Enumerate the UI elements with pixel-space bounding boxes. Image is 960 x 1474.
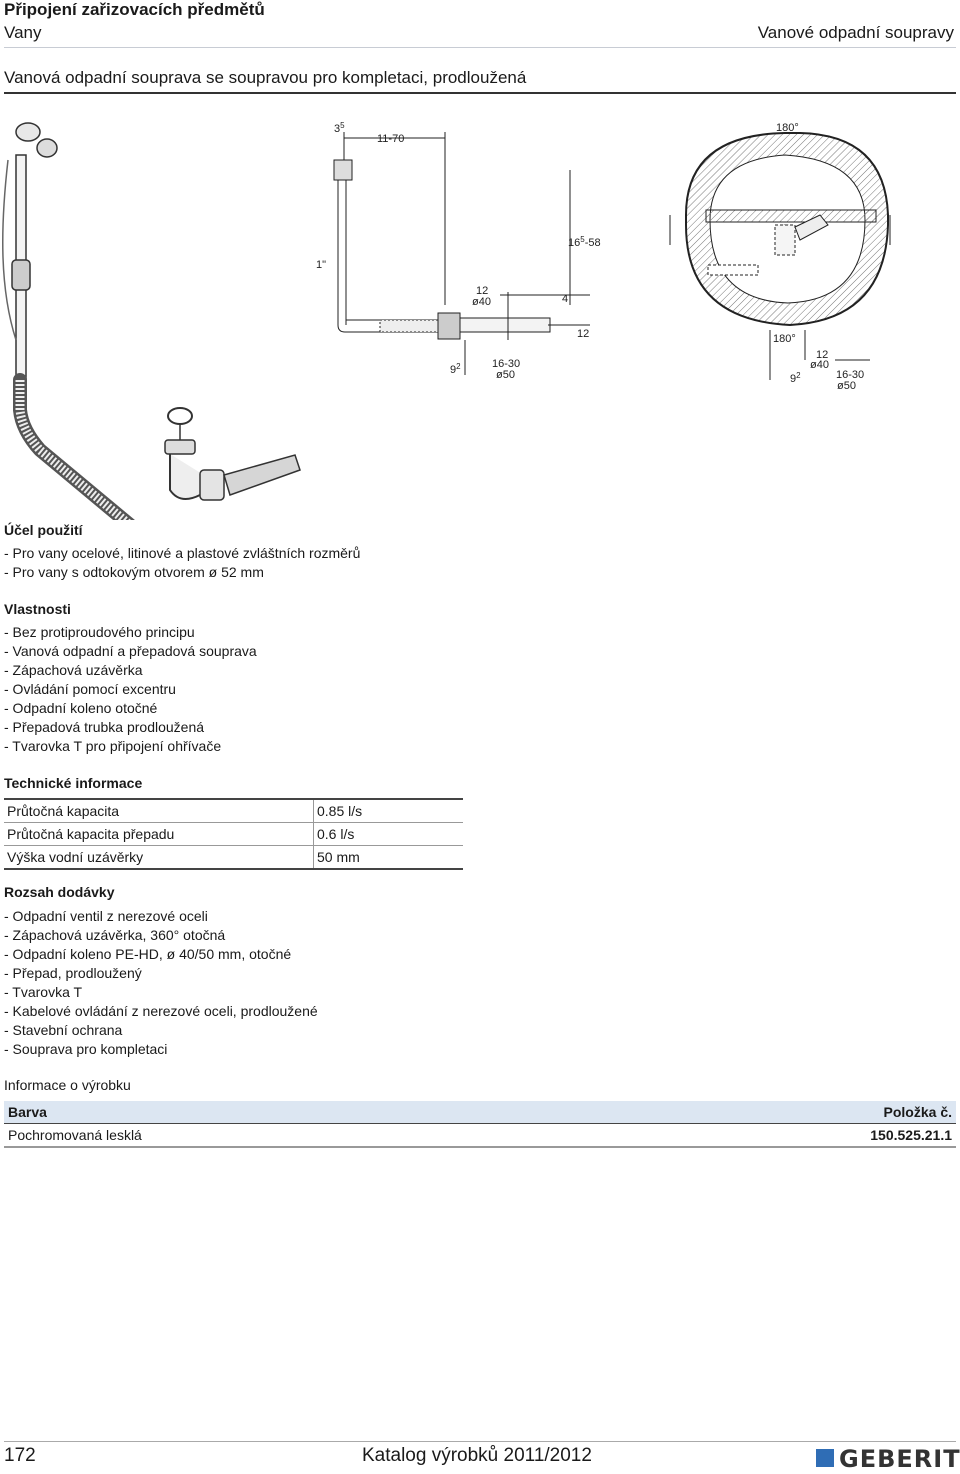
dim-16-58: 165-58: [568, 235, 601, 249]
tech-value: 50 mm: [313, 845, 463, 870]
tech-value: 0.6 l/s: [313, 822, 463, 846]
dim-o40: ø40: [472, 296, 491, 308]
product-illustration: [2, 122, 301, 520]
page-number: 172: [4, 1445, 36, 1466]
product-title: Vanová odpadní souprava se soupravou pro…: [4, 68, 527, 87]
header-divider: [4, 47, 956, 48]
dim-3-5: 35: [334, 121, 345, 135]
technical-heading: Technické informace: [4, 775, 143, 791]
list-item: - Vanová odpadní a přepadová souprava: [4, 643, 257, 659]
usage-list: - Pro vany ocelové, litinové a plastové …: [4, 544, 360, 582]
list-item: - Pro vany s odtokovým otvorem ø 52 mm: [4, 564, 264, 580]
list-item: - Bez protiproudového principu: [4, 624, 195, 640]
logo-square-icon: [816, 1449, 834, 1467]
list-item: - Zápachová uzávěrka: [4, 662, 143, 678]
product-info-heading: Informace o výrobku: [4, 1077, 131, 1093]
item-number-value: 150.525.21.1: [587, 1123, 956, 1148]
list-item: - Pro vany ocelové, litinové a plastové …: [4, 545, 361, 561]
table-header-row: Barva Položka č.: [4, 1101, 956, 1124]
color-value: Pochromovaná lesklá: [4, 1123, 588, 1148]
properties-heading: Vlastnosti: [4, 601, 71, 617]
dimension-drawing: 35 11-70 1" 165-58 12 ø40 4 12 92 16-30 …: [316, 121, 601, 381]
delivery-heading: Rozsah dodávky: [4, 884, 115, 900]
list-item: - Stavební ochrana: [4, 1022, 123, 1038]
list-item: - Přepadová trubka prodloužená: [4, 719, 205, 735]
list-item: - Zápachová uzávěrka, 360° otočná: [4, 927, 226, 943]
plan-180-top: 180°: [776, 122, 799, 134]
table-row: Pochromovaná lesklá 150.525.21.1: [4, 1123, 956, 1148]
logo-text: GEBERIT: [839, 1445, 960, 1473]
category-title: Připojení zařizovacích předmětů: [4, 0, 265, 19]
dim-o50: ø50: [496, 369, 515, 381]
title-divider: [4, 92, 956, 94]
plan-o40: ø40: [810, 359, 829, 371]
plan-16-30: 16-30: [836, 369, 864, 381]
tech-value: 0.85 l/s: [313, 798, 463, 823]
list-item: - Tvarovka T: [4, 984, 83, 1000]
table-row: Výška vodní uzávěrky 50 mm: [4, 845, 463, 870]
list-item: - Odpadní koleno PE-HD, ø 40/50 mm, otoč…: [4, 946, 292, 962]
footer-divider: [4, 1441, 956, 1442]
usage-heading: Účel použití: [4, 522, 83, 538]
list-item: - Ovládání pomocí excentru: [4, 681, 176, 697]
list-item: - Souprava pro kompletaci: [4, 1041, 168, 1057]
list-item: - Tvarovka T pro připojení ohřívače: [4, 738, 222, 754]
section-title: Vanové odpadní soupravy: [757, 23, 954, 42]
list-item: - Kabelové ovládání z nerezové oceli, pr…: [4, 1003, 318, 1019]
tech-label: Průtočná kapacita přepadu: [4, 822, 314, 846]
delivery-list: - Odpadní ventil z nerezové oceli - Zápa…: [4, 907, 318, 1059]
tech-label: Průtočná kapacita: [4, 798, 314, 823]
catalog-title: Katalog výrobků 2011/2012: [362, 1445, 592, 1466]
plan-view-drawing: 180° 180° 12 ø40 92 16-30 ø50: [669, 122, 891, 392]
dim-1-inch: 1": [316, 259, 326, 271]
plan-o50: ø50: [837, 380, 856, 392]
col-color: Barva: [4, 1101, 588, 1124]
dim-16-30: 16-30: [492, 358, 520, 370]
plan-9-2: 92: [790, 371, 801, 385]
table-row: Průtočná kapacita přepadu 0.6 l/s: [4, 822, 463, 846]
dim-9-2: 92: [450, 362, 461, 376]
product-info-table: Barva Položka č. Pochromovaná lesklá 150…: [4, 1101, 956, 1148]
subcategory-title: Vany: [4, 23, 42, 42]
dim-4: 4: [562, 293, 568, 305]
list-item: - Odpadní koleno otočné: [4, 700, 158, 716]
plan-12: 12: [816, 349, 828, 361]
dim-12-top: 12: [476, 285, 488, 297]
col-item-number: Položka č.: [587, 1101, 956, 1124]
plan-180-bottom: 180°: [773, 333, 796, 345]
list-item: - Odpadní ventil z nerezové oceli: [4, 908, 208, 924]
tech-label: Výška vodní uzávěrky: [4, 845, 314, 870]
properties-list: - Bez protiproudového principu - Vanová …: [4, 623, 257, 756]
dim-12-right: 12: [577, 328, 589, 340]
table-row: Průtočná kapacita 0.85 l/s: [4, 798, 463, 823]
technical-table: Průtočná kapacita 0.85 l/s Průtočná kapa…: [4, 798, 463, 870]
list-item: - Přepad, prodloužený: [4, 965, 142, 981]
dim-11-70: 11-70: [377, 133, 404, 145]
